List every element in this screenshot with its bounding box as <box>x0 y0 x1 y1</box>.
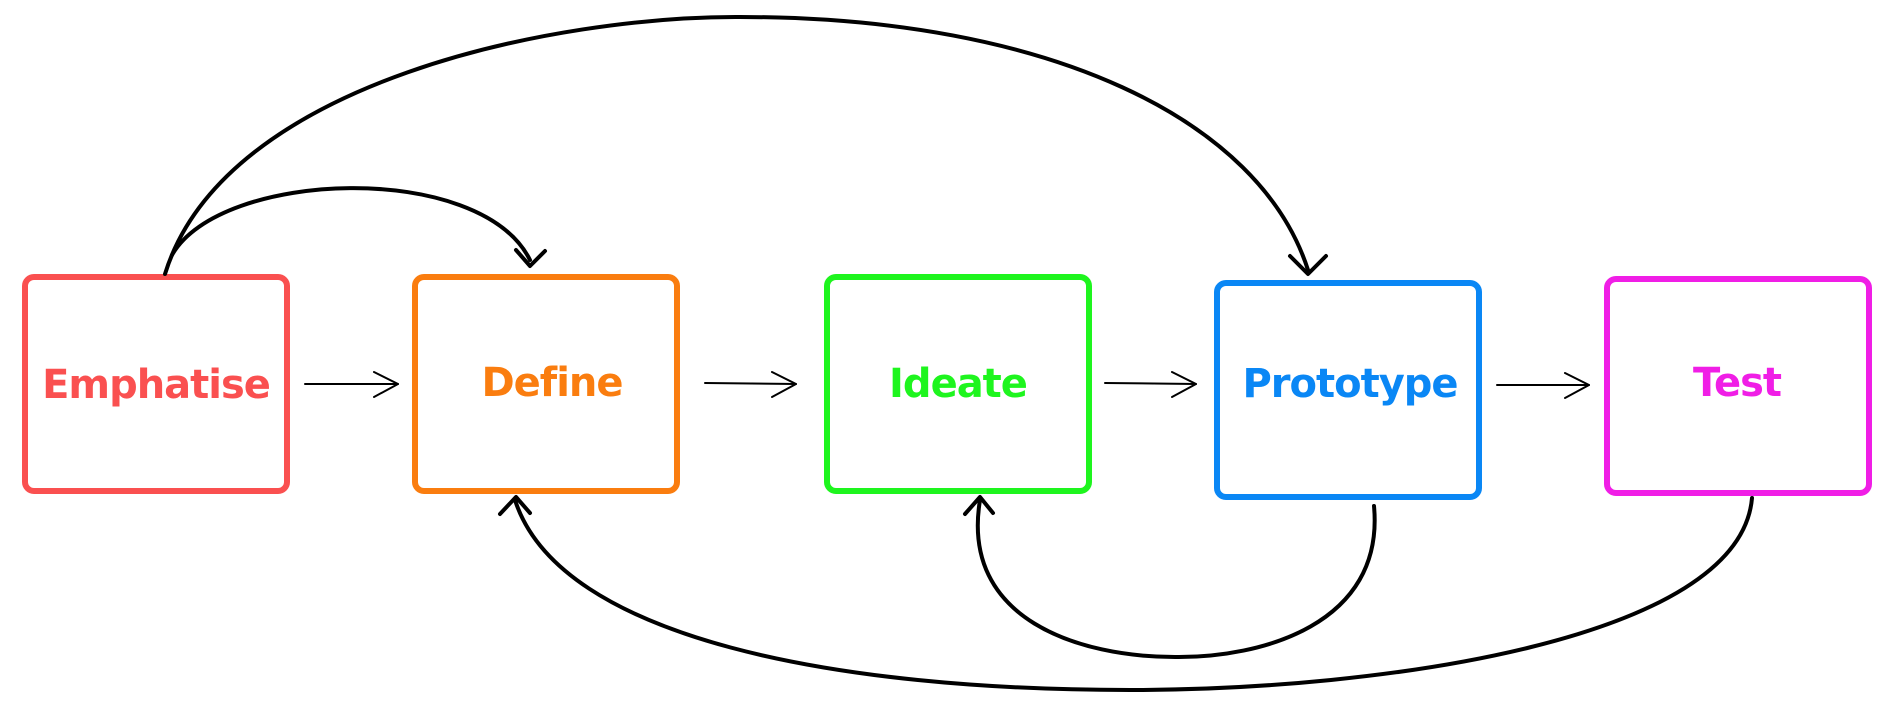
arrow-define-to-ideate <box>704 371 797 398</box>
arrow-define-to-ideate-line <box>704 382 797 385</box>
arrow-test-to-define-head <box>498 495 532 516</box>
arrow-test-to-define <box>498 495 1754 692</box>
node-prototype: Prototype <box>1214 280 1482 500</box>
node-prototype-label: Prototype <box>1242 361 1457 407</box>
node-emphatise-box <box>22 274 290 494</box>
node-ideate: Ideate <box>824 274 1092 494</box>
arrow-emphatise-to-prototype-curve <box>163 14 1310 276</box>
arrow-prototype-to-ideate-curve <box>975 498 1377 660</box>
node-test-label: Test <box>1693 360 1782 406</box>
arrow-emphatise-to-define <box>170 186 547 268</box>
node-define-label: Define <box>481 360 622 406</box>
arrow-prototype-to-ideate <box>963 495 1377 660</box>
straight-arrows <box>304 371 1590 399</box>
arrow-emphatise-to-prototype <box>163 14 1328 276</box>
node-emphatise-label: Emphatise <box>42 362 270 408</box>
node-define-box <box>412 274 680 494</box>
arrow-test-to-define-curve <box>513 496 1754 692</box>
arrow-emphatise-to-define-curve <box>170 186 532 262</box>
arrow-ideate-to-prototype-line <box>1104 382 1197 385</box>
arrow-emphatise-to-define <box>304 371 399 398</box>
node-test: Test <box>1604 276 1872 496</box>
node-define: Define <box>412 274 680 494</box>
node-ideate-box <box>824 274 1092 494</box>
node-prototype-box <box>1214 280 1482 500</box>
node-emphatise: Emphatise <box>22 274 290 494</box>
arrow-prototype-to-test <box>1496 372 1590 399</box>
arrow-prototype-to-test-head <box>1564 372 1590 399</box>
arrow-prototype-to-ideate-head <box>963 495 995 516</box>
node-ideate-label: Ideate <box>889 361 1027 407</box>
node-test-box <box>1604 276 1872 496</box>
curved-arrows <box>163 14 1754 692</box>
arrow-emphatise-to-define-head <box>373 371 399 398</box>
arrow-ideate-to-prototype-head <box>1171 371 1197 398</box>
arrow-define-to-ideate-head <box>771 371 797 398</box>
arrow-emphatise-to-prototype-head <box>1288 254 1328 276</box>
arrow-emphatise-to-define-head <box>514 248 547 268</box>
arrow-ideate-to-prototype <box>1104 371 1197 398</box>
